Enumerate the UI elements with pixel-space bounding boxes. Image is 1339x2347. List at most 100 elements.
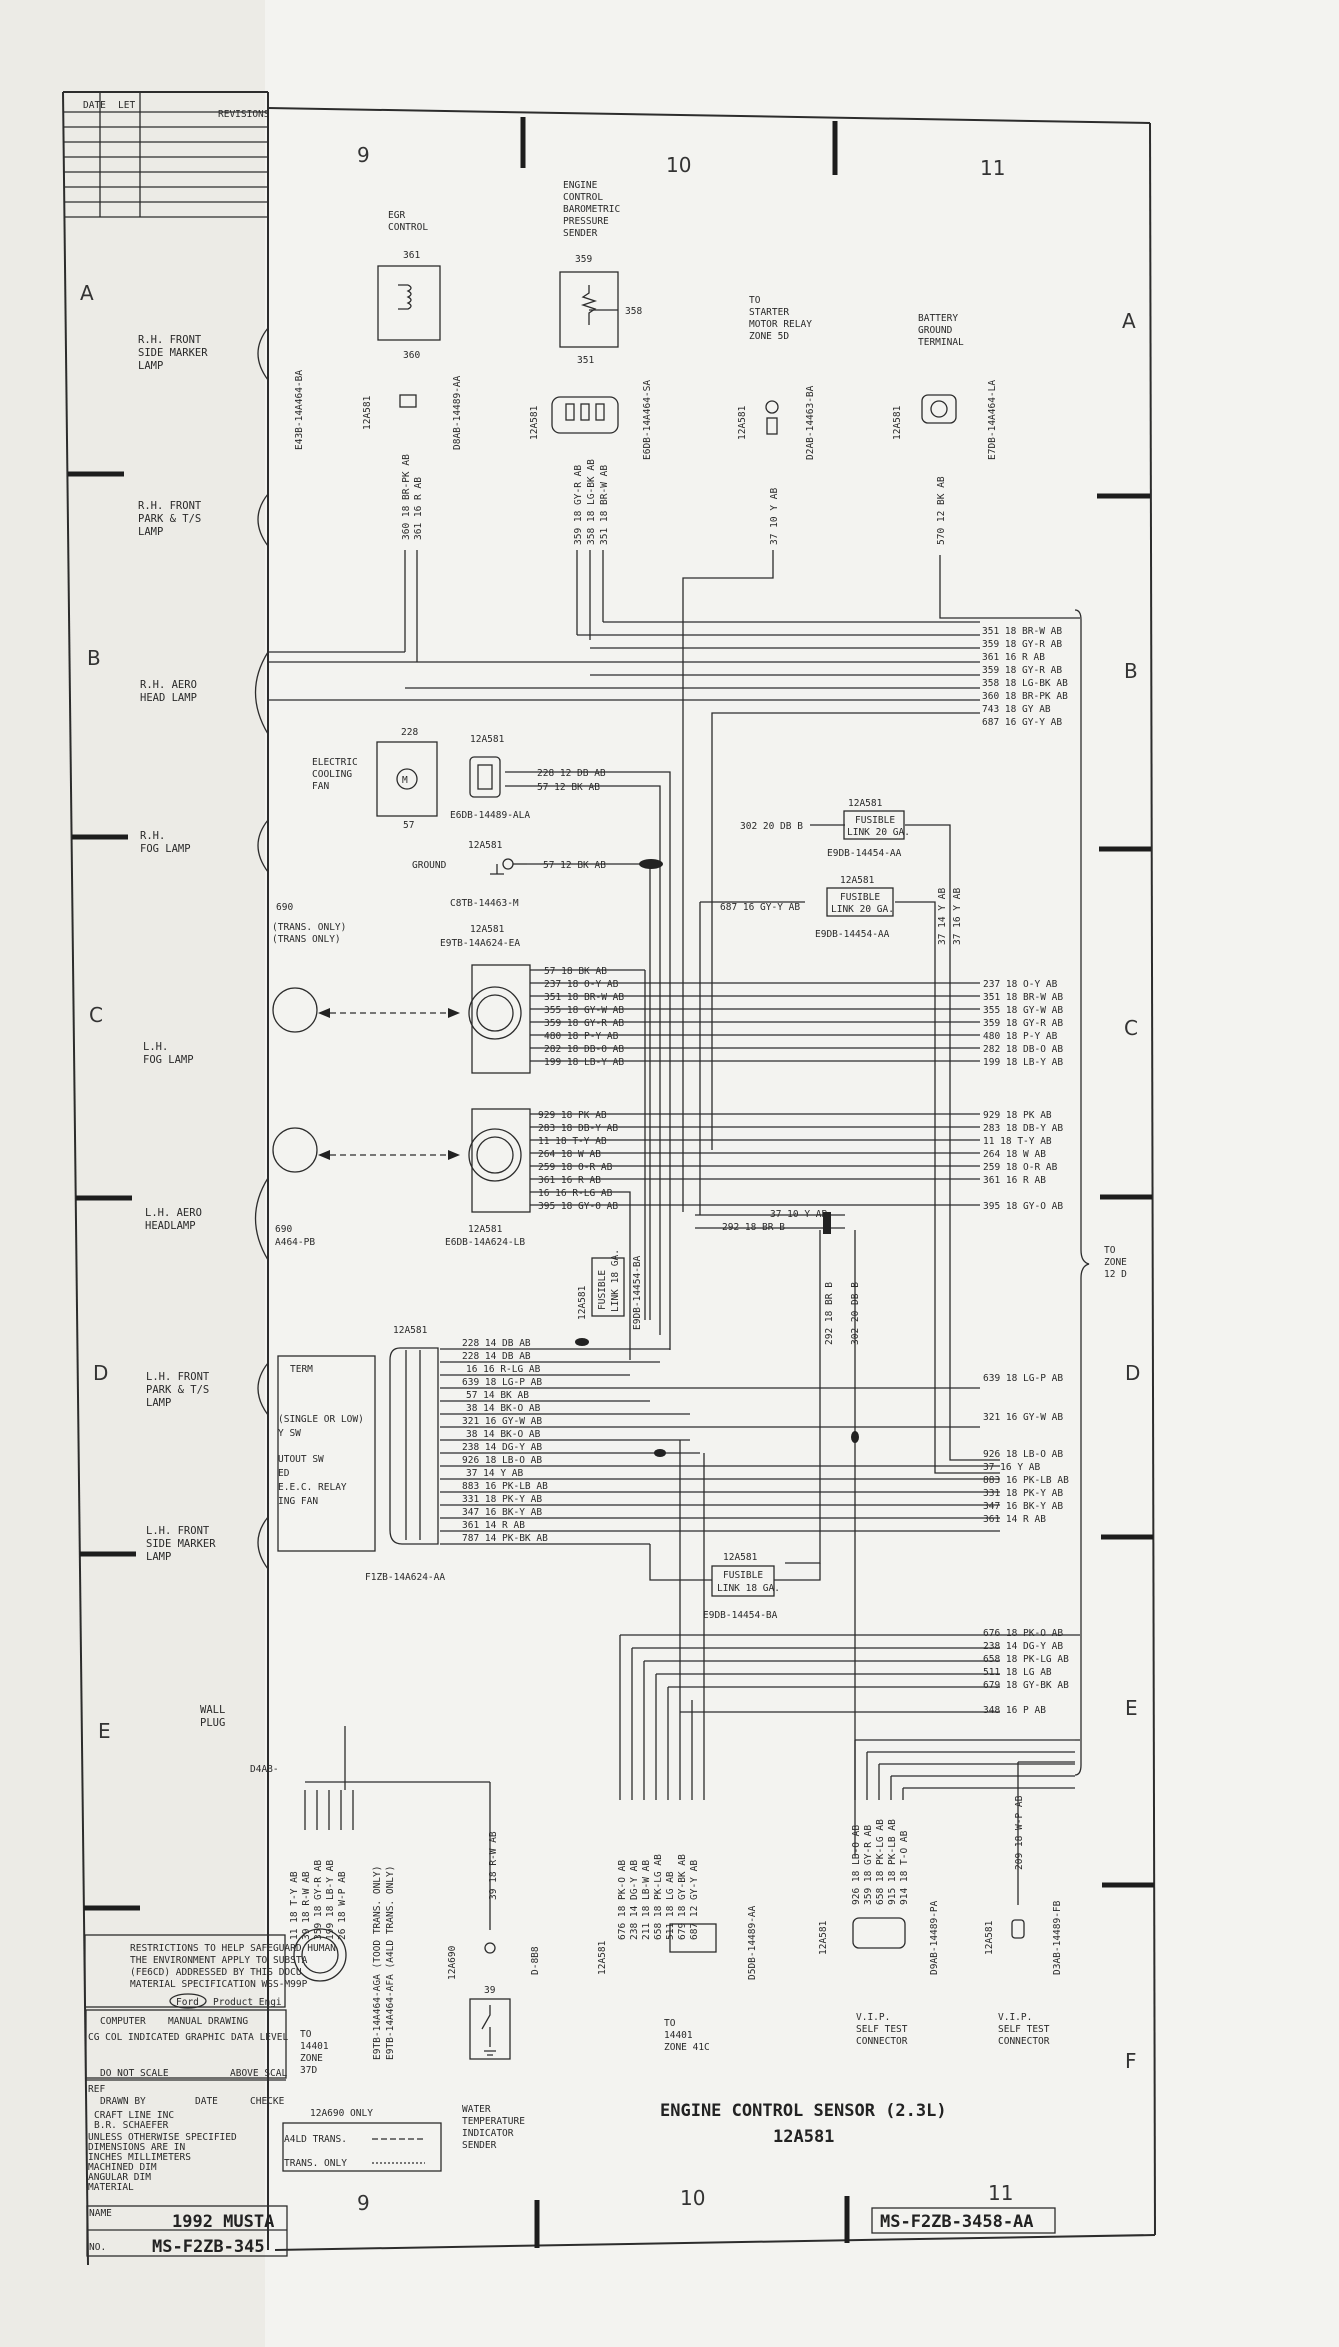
bus-b-label: 359 18 GY-R AB [982, 639, 1062, 650]
wiring-traces [268, 550, 1080, 1930]
temp-code: 12A690 [447, 1945, 458, 1980]
wire-label: 679 18 GY-BK AB [677, 1854, 688, 1940]
c2-part: E6DB-14A624-LB [445, 1237, 525, 1248]
drawing-number-box [871, 2207, 1056, 2234]
left-label: LAMP [138, 360, 163, 372]
starter-label: STARTER [749, 307, 789, 318]
wire-label: 57 18 BK AB [544, 966, 607, 977]
col-marker-11-bottom: 11 [988, 2181, 1013, 2205]
legend-label: TRANS. ONLY [284, 2158, 347, 2169]
tb-dims: MATERIAL [88, 2182, 134, 2193]
connector-d: 12A581 F1ZB-14A624-AA TERM (SINGLE OR LO… [277, 1325, 859, 1583]
left-label: LAMP [146, 1551, 171, 1563]
wire-label: 914 18 T-O AB [899, 1830, 910, 1905]
wire-label: 658 18 PK-LG AB [875, 1819, 886, 1905]
bus-b-labels: 351 18 BR-W AB 359 18 GY-R AB 361 16 R A… [982, 626, 1068, 728]
drawing-number: MS-F2ZB-3458-AA [880, 2212, 1034, 2232]
wire-label: 264 18 W AB [983, 1149, 1046, 1160]
vip1-label: SELF TEST [856, 2024, 908, 2035]
tb-name-label: NAME [89, 2208, 112, 2219]
vip1-label: CONNECTOR [856, 2036, 908, 2047]
vip2-label: CONNECTOR [998, 2036, 1050, 2047]
wire-label: 11 18 T-Y AB [538, 1136, 607, 1147]
bl-to: 37D [300, 2065, 317, 2076]
egr-label: CONTROL [388, 222, 428, 233]
wire-label: 351 18 BR-W AB [983, 992, 1063, 1003]
egr-label: EGR [388, 210, 405, 221]
egr-box [377, 265, 441, 341]
wire-label: 361 16 R AB [413, 477, 424, 540]
link-part: E9DB-14454-BA [632, 1255, 643, 1330]
fan-part: E6DB-14489-ALA [450, 810, 530, 821]
wire-label: 331 18 PK-Y AB [983, 1488, 1063, 1499]
vip1-code: 12A581 [818, 1920, 829, 1955]
c1-wire-labels: 57 18 BK AB 237 18 O-Y AB 351 18 BR-W AB… [544, 966, 1063, 1068]
wire-label: 228 14 DB AB [462, 1338, 531, 1349]
mid-to: 14401 [664, 2030, 693, 2041]
jumper-label: 292 18 BR B [824, 1282, 835, 1345]
row-marker-d-left: D [93, 1361, 108, 1385]
d-side: (SINGLE OR LOW) [278, 1414, 364, 1425]
wire-label: 570 12 BK AB [936, 476, 947, 545]
link-part: E9DB-14454-AA [815, 929, 890, 940]
link-code: 12A581 [840, 875, 875, 886]
e-wire-labels: 676 18 PK-O AB 238 14 DG-Y AB 658 18 PK-… [983, 1628, 1069, 1716]
wire-label: 259 18 O-R AB [983, 1162, 1058, 1173]
legend-label: A4LD TRANS. [284, 2134, 347, 2145]
starter-code: 12A581 [737, 405, 748, 440]
drawing-border [62, 91, 1156, 2266]
link-code: 12A581 [577, 1285, 588, 1320]
link-label: LINK 18 GA. [610, 1249, 621, 1312]
fan-label: FAN [312, 781, 329, 792]
row-marker-b-left: B [87, 646, 101, 670]
tb-brand2: Product Engi [213, 1997, 282, 2008]
wire-label: 358 18 LG-BK AB [586, 459, 597, 545]
wire-label: 883 16 PK-LB AB [462, 1481, 548, 1492]
tb-note: RESTRICTIONS TO HELP SAFEGUARD HUMAN [130, 1943, 336, 1954]
ground-label: GROUND [412, 860, 447, 871]
d-side: ED [278, 1468, 290, 1479]
wire-label: 347 16 BK-Y AB [462, 1507, 542, 1518]
battery-ground: BATTERY GROUND TERMINAL [918, 313, 964, 424]
wire-label: 199 18 LB-Y AB [544, 1057, 624, 1068]
drawing-subtitle: 12A581 [773, 2127, 834, 2147]
bl-e9tb: E9TB-14A464-AFA (A4LD TRANS. ONLY) [385, 1866, 396, 2060]
jumper-label: 37 10 Y AB [770, 1209, 827, 1220]
c1-code: 12A581 [470, 924, 505, 935]
wire-label: 199 18 LB-Y AB [325, 1860, 336, 1940]
wire-label: 351 18 BR-W AB [599, 465, 610, 545]
row-marker-a-left: A [80, 281, 94, 305]
underlying-page [0, 0, 285, 2347]
wire-label: 361 16 R AB [983, 1175, 1046, 1186]
bus-b-label: 358 18 LG-BK AB [982, 678, 1068, 689]
baro-label: CONTROL [563, 192, 603, 203]
temp-pin: 39 [484, 1985, 496, 1996]
temp-label: INDICATOR [462, 2128, 514, 2139]
left-label: SIDE MARKER [146, 1538, 216, 1550]
starter-label: MOTOR RELAY [749, 319, 812, 330]
zone-label: TO [1104, 1245, 1116, 1256]
wire-label: 511 18 LG AB [665, 1871, 676, 1940]
link-code: 12A581 [723, 1552, 758, 1563]
row-marker-c-right: C [1124, 1016, 1138, 1040]
c2-code: 12A581 [468, 1224, 503, 1235]
mid-code: 12A581 [597, 1940, 608, 1975]
d-wire-labels: 228 14 DB AB 228 14 DB AB 16 16 R-LG AB … [462, 1338, 1069, 1544]
tb-date: DATE [195, 2096, 218, 2107]
tb-brand: Ford [176, 1997, 199, 2008]
fusible-link-1: 12A581 FUSIBLE LINK 20 GA. E9DB-14454-AA… [740, 798, 910, 859]
baro-part: E6DB-14A464-SA [642, 380, 653, 460]
wire-label: 282 18 DB-O AB [544, 1044, 624, 1055]
link-label: LINK 20 GA. [847, 827, 910, 838]
baro-connector [551, 396, 619, 434]
battery-code: 12A581 [892, 405, 903, 440]
wire-label: 395 18 GY-O AB [983, 1201, 1063, 1212]
wire-label: 929 18 PK AB [538, 1110, 607, 1121]
baro-pin: 351 [577, 355, 594, 366]
tb-name: 1992 MUSTA [172, 2212, 274, 2232]
fusible-link-2: 12A581 FUSIBLE LINK 20 GA. E9DB-14454-AA… [720, 875, 894, 940]
tb-no-label: NO. [89, 2242, 106, 2253]
wire-label: 348 16 P AB [983, 1705, 1046, 1716]
left-label: FOG LAMP [140, 843, 191, 855]
left-label: R.H. AERO [140, 679, 197, 691]
